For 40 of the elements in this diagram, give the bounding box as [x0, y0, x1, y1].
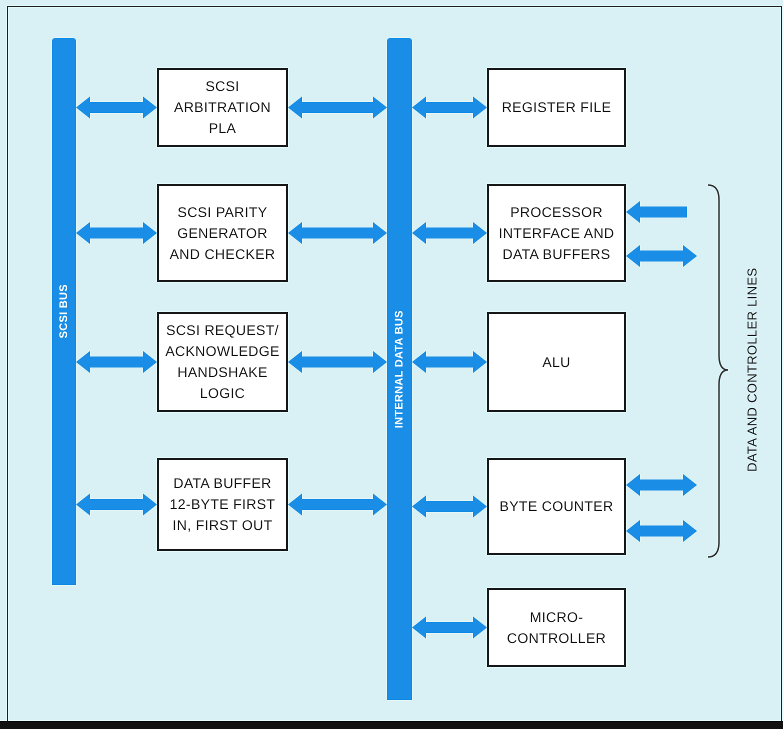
bus-label: SCSI BUS [56, 284, 71, 339]
double-arrow [412, 96, 487, 118]
double-arrow [76, 494, 157, 516]
double-arrow [626, 520, 697, 542]
block-label: MICRO-CONTROLLER [506, 608, 608, 648]
block-box [487, 68, 626, 147]
block-box [487, 458, 626, 555]
block-box [487, 184, 626, 282]
double-arrow [412, 351, 487, 373]
block-label: DATA BUFFER 12-BYTE FIRST IN, FIRST OUT [168, 474, 276, 535]
block-label: PROCESSOR INTERFACE AND DATA BUFFERS [498, 202, 616, 264]
double-arrow [626, 201, 687, 223]
block-box [487, 312, 626, 412]
double-arrow [76, 96, 157, 118]
block-label: ALU [542, 352, 571, 372]
block-box [157, 184, 288, 282]
double-arrow [76, 222, 157, 244]
block-box [157, 68, 288, 147]
bus-bar [52, 38, 76, 585]
block-label: SCSI REQUEST/ ACKNOWLEDGE HANDSHAKE LOGIC [165, 321, 280, 403]
double-arrow [288, 222, 387, 244]
block-box [157, 458, 288, 551]
block-label: SCSI PARITY GENERATOR AND CHECKER [168, 202, 276, 264]
double-arrow [76, 351, 157, 373]
bus-label: INTERNAL DATA BUS [392, 310, 406, 428]
double-arrow [288, 351, 387, 373]
double-arrow [412, 496, 487, 518]
block-label: SCSI ARBITRATION PLA [173, 77, 272, 138]
double-arrow [626, 474, 697, 496]
double-arrow [412, 616, 487, 638]
double-arrow [412, 222, 487, 244]
block-label: REGISTER FILE [502, 98, 612, 117]
block-box [487, 588, 626, 667]
double-arrow [288, 96, 387, 118]
double-arrow [288, 494, 387, 516]
block-label: BYTE COUNTER [500, 497, 614, 516]
block-box [157, 312, 288, 412]
bus-bar [387, 38, 412, 700]
double-arrow [626, 245, 697, 267]
bracket-label: DATA AND CONTROLLER LINES [743, 268, 760, 472]
